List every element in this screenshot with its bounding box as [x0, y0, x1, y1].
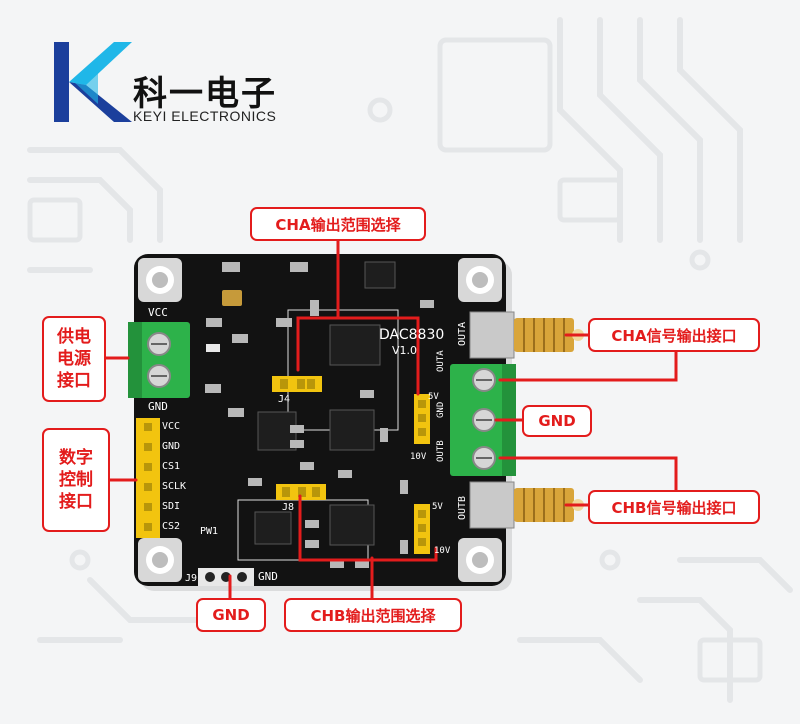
pw1-label: PW1 [200, 526, 219, 537]
pin-cs2: CS2 [162, 521, 181, 532]
gnd-pads-j9 [198, 568, 254, 586]
pin-sdi: SDI [162, 501, 181, 512]
vcc-top-label: VCC [148, 306, 168, 319]
callout-cha-out: CHA信号输出接口 [588, 318, 760, 352]
pin-sclk: SCLK [162, 481, 187, 492]
five-v-b-label: 5V [432, 502, 443, 512]
ten-v-b-label: 10V [434, 546, 451, 556]
callout-chb-range: CHB输出范围选择 [284, 598, 462, 632]
ic-opamp-a [329, 409, 375, 451]
gnd-bottom-silk: GND [258, 570, 278, 583]
chb-range-jumper [276, 484, 326, 500]
ic-opamp-b [329, 504, 375, 546]
keyi-logo-icon [54, 42, 132, 122]
ten-v-a-label: 10V [410, 452, 427, 462]
sma-connector-a [469, 311, 584, 359]
brand-name-en: KEYI ELECTRONICS [133, 108, 277, 124]
cha-range-jumper-vertical [414, 394, 430, 444]
cha-range-jumper [272, 376, 322, 392]
power-terminal-block [128, 322, 190, 398]
outa-right-label: OUTA [457, 321, 468, 346]
sma-connector-b [469, 481, 584, 529]
outb-right-label: OUTB [457, 495, 468, 520]
pin-cs1: CS1 [162, 461, 181, 472]
callout-digital-ctrl: 数字 控制 接口 [42, 428, 110, 532]
ic-u4 [364, 261, 396, 289]
pcb-board [134, 254, 506, 586]
j8-label: J8 [282, 502, 295, 513]
version-label: V1.0 [392, 344, 418, 357]
chip-label: DAC8830 [379, 327, 445, 343]
mounting-holes [138, 258, 502, 582]
five-v-a-label: 5V [428, 392, 439, 402]
callout-gnd-bottom: GND [196, 598, 266, 632]
outa-label: OUTA [436, 350, 446, 372]
ic-pw1 [254, 511, 292, 545]
output-terminal-block [450, 364, 516, 476]
callout-power-in: 供电 电源 接口 [42, 316, 106, 402]
pin-vcc: VCC [162, 421, 181, 432]
gnd-left-label: GND [148, 400, 168, 413]
callout-gnd-right: GND [522, 405, 592, 437]
pin-gnd: GND [162, 441, 181, 452]
brand-name-cn: 科一电子 [133, 74, 277, 114]
j9-label: J9 [185, 573, 198, 584]
ic-dac-a [329, 324, 381, 366]
digital-pin-header [136, 418, 160, 538]
callout-chb-out: CHB信号输出接口 [588, 490, 760, 524]
tantalum-capacitor [222, 290, 242, 306]
chb-range-jumper-vertical [414, 504, 430, 554]
callout-cha-range: CHA输出范围选择 [250, 207, 426, 241]
j4-label: J4 [278, 394, 291, 405]
gnd-mid-label: GND [436, 401, 446, 418]
outb-label: OUTB [436, 440, 446, 462]
